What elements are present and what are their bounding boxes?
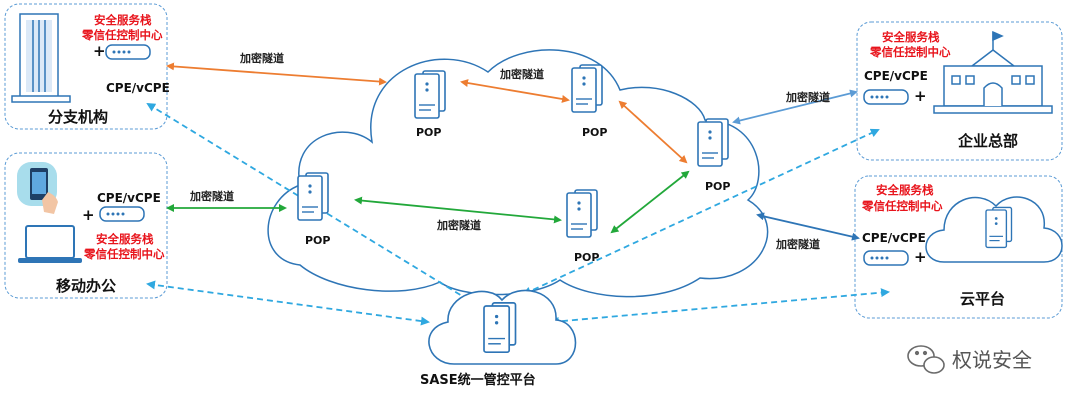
security-stack-label: 安全服务栈	[876, 183, 934, 197]
plus-sign: +	[914, 87, 927, 105]
router-device-icon	[99, 206, 145, 222]
tunnel-label: 加密隧道	[189, 189, 234, 203]
site-title: 云平台	[960, 290, 1005, 308]
server-icon	[985, 206, 1013, 249]
government-building-icon	[933, 30, 1053, 114]
pop-label: POP	[416, 126, 441, 139]
cpe-label: CPE/vCPE	[106, 81, 170, 95]
server-icon	[414, 70, 446, 119]
server-icon	[566, 189, 598, 238]
router-device-icon	[863, 89, 909, 105]
tunnel-label: 加密隧道	[239, 51, 284, 65]
security-stack-label: 安全服务栈	[882, 30, 940, 44]
zero-trust-label: 零信任控制中心	[861, 199, 943, 213]
wechat-icon	[907, 345, 945, 374]
office-building-icon	[11, 13, 71, 103]
smartphone-touch-icon	[17, 162, 58, 214]
tunnel-label: 加密隧道	[785, 90, 830, 104]
management-platform-title: SASE统一管控平台	[420, 372, 536, 388]
cpe-label: CPE/vCPE	[97, 191, 161, 205]
site-title: 移动办公	[56, 277, 116, 295]
tunnel-label: 加密隧道	[775, 237, 820, 251]
zero-trust-label: 零信任控制中心	[81, 28, 163, 42]
cpe-label: CPE/vCPE	[864, 69, 928, 83]
laptop-icon	[18, 225, 82, 263]
pop-label: POP	[305, 234, 330, 247]
watermark-text: 权说安全	[952, 348, 1032, 372]
router-device-icon	[863, 250, 909, 266]
tunnel-label: 加密隧道	[499, 67, 544, 81]
server-icon	[697, 118, 729, 167]
sase-core-cloud	[267, 49, 769, 298]
security-stack-label: 安全服务栈	[94, 13, 152, 27]
plus-sign: +	[914, 248, 927, 266]
server-icon	[571, 64, 603, 113]
branch-site-box	[4, 3, 168, 130]
server-icon	[297, 172, 329, 221]
tunnel-label: 加密隧道	[436, 218, 481, 232]
pop-label: POP	[574, 251, 599, 264]
plus-sign: +	[93, 42, 106, 60]
encrypted-tunnels	[166, 62, 860, 241]
site-title: 企业总部	[957, 132, 1018, 150]
management-links	[146, 102, 890, 326]
pop-label: POP	[705, 180, 730, 193]
security-stack-label: 安全服务栈	[96, 232, 154, 246]
plus-sign: +	[82, 206, 95, 224]
zero-trust-label: 零信任控制中心	[869, 45, 951, 59]
cpe-label: CPE/vCPE	[862, 231, 926, 245]
mobile-site-box	[4, 152, 168, 299]
zero-trust-label: 零信任控制中心	[83, 247, 165, 261]
site-title: 分支机构	[48, 108, 108, 126]
pop-label: POP	[582, 126, 607, 139]
router-device-icon	[105, 44, 151, 60]
server-icon	[483, 302, 517, 354]
